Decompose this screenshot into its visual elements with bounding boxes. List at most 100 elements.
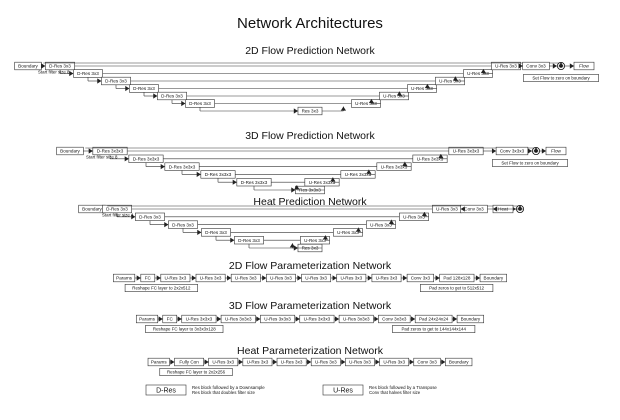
down-block-2-0-label: D-Res 3x3 <box>106 207 128 212</box>
chain-arrow-1-8-head <box>411 316 416 322</box>
chain-arrow-0-10-head <box>435 275 440 281</box>
up-block-2-1-label: U-Res 3x3 <box>403 214 425 219</box>
down-arrow-2-1-head <box>131 214 136 220</box>
up-rise-0-5-head <box>340 106 347 111</box>
chain-block-1-4-label: U-Res 3x3x3 <box>264 317 291 322</box>
chain-arrow-0-11-head <box>475 275 481 281</box>
up-rise-2-2-head <box>355 227 362 232</box>
chain-arrow-2-2-head <box>204 359 209 365</box>
right-note-0-label: Pad zeros to get to 512x512 <box>429 286 484 291</box>
down-arrow-1-1-head <box>124 156 129 162</box>
chain-arrow-0-8-head <box>367 275 372 281</box>
chain-block-1-7-label: Conv 3x3x3 <box>382 317 407 322</box>
down-arrow-0-2-head <box>97 78 102 84</box>
legend-desc1-1: Res block followed by a Transpose <box>369 385 437 390</box>
legend-desc2-0: Res block that doubles filter size <box>192 390 256 395</box>
output-1-label: Flow <box>551 149 561 154</box>
chain-arrow-2-5-head <box>307 359 312 365</box>
up-block-1-4-label: U-Res 3x3x3 <box>309 180 336 185</box>
chain-block-0-11-label: Boundary <box>484 276 504 281</box>
chain-block-0-0-label: Params <box>116 276 133 281</box>
side-note-1-box <box>492 159 568 168</box>
up-rise-0-0-head <box>480 69 487 74</box>
down-arrow-0-4-head <box>153 93 158 99</box>
input-1-label: Boundary <box>60 149 80 154</box>
down-block-0-1-label: D-Res 3x3 <box>77 71 99 76</box>
chain-arrow-2-7-head <box>375 359 380 365</box>
to-output-1-head <box>541 148 546 154</box>
chain-arrow-0-6-head <box>297 275 302 281</box>
side-note-1-label: Set Flow to zero on boundary <box>501 161 559 166</box>
chain-block-2-4-label: U-Res 3x3 <box>281 360 303 365</box>
down-block-0-1-box <box>73 69 103 78</box>
chain-block-2-2-label: U-Res 3x3 <box>212 360 234 365</box>
filter-note-1: Start filter size 8 <box>86 155 118 160</box>
chain-block-0-5-label: U-Res 3x3 <box>270 276 292 281</box>
chain-block-1-5-label: U-Res 3x3x3 <box>304 317 331 322</box>
up-block-1-3-label: U-Res 3x3x3 <box>345 172 372 177</box>
legend-desc2-1: Conv that halves filter size <box>369 390 421 395</box>
side-note-0-box <box>523 74 599 83</box>
up-rise-1-2-head <box>366 169 372 174</box>
chain-block-2-3-label: U-Res 3x3 <box>247 360 269 365</box>
legend-1-box <box>322 384 364 396</box>
up-block-1-2-label: U-Res 3x3x3 <box>381 164 408 169</box>
up-block-0-0-label: U-Res 3x3 <box>495 64 517 69</box>
chain-block-2-1-label: Fully Con <box>179 360 199 365</box>
chain-arrow-1-6-head <box>334 316 340 322</box>
chain-arrow-0-3-head <box>191 275 196 281</box>
down-block-1-1-label: D-Res 3x3x3 <box>133 156 160 161</box>
left-note-2-box <box>159 367 233 376</box>
chain-arrow-1-7-head <box>374 316 379 322</box>
section-title-1: 3D Flow Prediction Network <box>245 130 375 142</box>
section-title-0: 2D Flow Prediction Network <box>245 45 375 57</box>
down-block-0-5-label: D-Res 3x3 <box>189 101 211 106</box>
chain-arrow-2-6-head <box>341 359 346 365</box>
section-title-2: Heat Prediction Network <box>253 196 367 208</box>
chain-arrow-1-2-head <box>177 316 182 322</box>
up-block-2-0-label: U-Res 3x3 <box>436 207 458 212</box>
right-note-0-box <box>420 283 494 292</box>
right-note-1-label: Pad zeros to get to 144x144x144 <box>401 327 466 332</box>
chain-block-0-3-label: U-Res 3x3 <box>200 276 222 281</box>
mask-in-2-head <box>517 205 523 210</box>
up-rise-0-3-head <box>396 91 403 96</box>
chain-block-0-6-label: U-Res 3x3 <box>305 276 327 281</box>
up-rise-0-2-head <box>424 84 431 89</box>
up-rise-2-0-head <box>421 212 428 217</box>
down-arrow-1-4-head <box>232 179 237 185</box>
tail-block-2-0-label: Conv 3x3 <box>464 207 484 212</box>
down-block-0-2-label: D-Res 3x3 <box>105 79 127 84</box>
down-block-1-2-label: D-Res 3x3x3 <box>169 164 196 169</box>
down-arrow-2-4-head <box>230 237 235 243</box>
up-block-0-2-label: U-Res 3x3 <box>439 79 461 84</box>
down-arrow-0-5-head <box>181 100 186 107</box>
up-rise-2-4-head <box>289 243 296 248</box>
chain-arrow-0-7-head <box>332 275 337 281</box>
left-note-2-label: Reshape FC layer to 2x2x256 <box>167 370 226 375</box>
chain-block-2-8-label: Conv 3x3 <box>417 360 437 365</box>
down-arrow-1-2-head <box>160 164 165 170</box>
down-arrow-2-2-head <box>164 222 169 228</box>
up-block-0-3-label: U-Res 3x3 <box>411 86 433 91</box>
chain-block-1-8-label: Pad 24x24x24 <box>419 317 449 322</box>
up-rise-1-1-head <box>402 161 408 166</box>
chain-block-2-7-label: U-Res 3x3 <box>383 360 405 365</box>
to-node-1-head <box>527 148 532 154</box>
param-title-0: 2D Flow Parameterization Network <box>229 260 392 272</box>
chain-arrow-1-5-head <box>295 316 300 322</box>
chain-block-0-10-label: Pad 128x128 <box>443 276 471 281</box>
chain-block-2-0-label: Params <box>151 360 168 365</box>
up-rise-2-3-head <box>322 235 329 240</box>
up-rise-0-1-head <box>452 76 459 81</box>
chain-arrow-2-1-head <box>170 359 175 365</box>
bottom-arrow-0-head <box>293 108 298 114</box>
up-rise-2-1-head <box>388 219 395 224</box>
tail-block-0-0-label: Conv 3x3 <box>526 64 546 69</box>
bottom-arrow-1-head <box>291 187 296 193</box>
chain-arrow-2-3-head <box>238 359 243 365</box>
param-title-2: Heat Parameterization Network <box>237 345 384 357</box>
chain-block-0-9-label: Conv 3x3 <box>411 276 431 281</box>
down-block-0-4-label: D-Res 3x3 <box>161 94 183 99</box>
input-2-label: Boundary <box>82 207 102 212</box>
